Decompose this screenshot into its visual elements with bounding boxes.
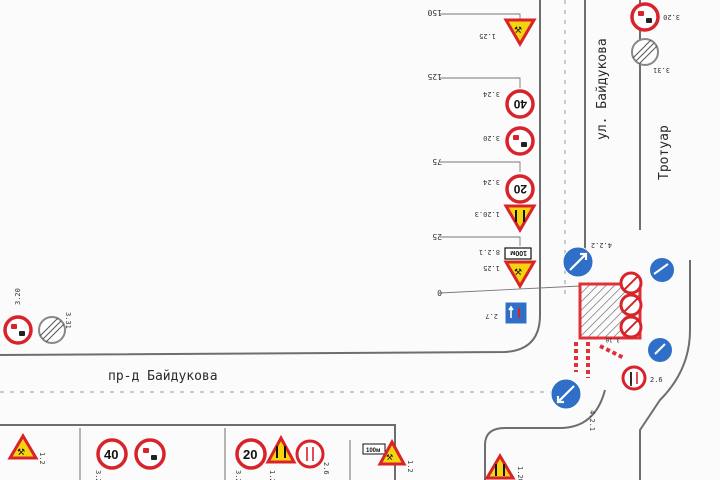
- no-pedestrians-sign-cluster: 3.10: [605, 271, 643, 343]
- distance-0: 0: [437, 288, 442, 297]
- distance-lines: [439, 13, 581, 294]
- svg-text:3.20: 3.20: [14, 288, 22, 305]
- end-restrictions-sign-left: 3.31: [38, 312, 72, 344]
- svg-text:1.20.3: 1.20.3: [475, 210, 500, 218]
- svg-text:1.2: 1.2: [406, 460, 414, 473]
- svg-text:3.20: 3.20: [663, 13, 680, 21]
- speed-limit-40-sign: 40 3.24: [483, 89, 535, 119]
- distance-plate-sign: 100м 8.2.1: [479, 247, 532, 260]
- svg-text:3.24: 3.24: [483, 178, 500, 186]
- sidewalk-label: Тротуар: [657, 125, 672, 180]
- svg-text:⚒: ⚒: [386, 453, 393, 462]
- priority-over-oncoming-sign: 2.7: [485, 301, 528, 325]
- keep-right-sign-lower: 4.2.1: [550, 378, 596, 431]
- end-restrictions-sign-right: 3.31: [631, 38, 670, 74]
- svg-text:3.31: 3.31: [64, 312, 72, 329]
- plate-and-roadworks-bottom: 100м ⚒ 1.2: [362, 438, 414, 473]
- no-overtaking-sign-upper: 3.20: [483, 126, 535, 156]
- road-narrowing-sign: 1.20.3: [475, 204, 537, 233]
- street-label-horizontal: пр-д Байдукова: [108, 369, 218, 384]
- svg-text:40: 40: [513, 97, 527, 111]
- svg-text:1.25: 1.25: [479, 32, 496, 40]
- svg-text:1.2: 1.2: [38, 452, 46, 465]
- svg-text:3.20: 3.20: [483, 134, 500, 142]
- distance-125: 125: [427, 72, 442, 81]
- curb-lower-right: [484, 389, 606, 480]
- svg-text:2.6: 2.6: [650, 376, 663, 384]
- speed-limit-20-sign: 20 3.24: [483, 174, 535, 204]
- speed-limit-40-sign-bottom: 40 3.2: [94, 438, 128, 480]
- svg-text:3.31: 3.31: [653, 66, 670, 74]
- speed-limit-20-sign-bottom: 20 3.2: [234, 438, 267, 480]
- barrier-fencing: [574, 342, 625, 378]
- road-narrowing-sign-bottom-right: 1.20.3: [484, 453, 524, 480]
- svg-text:100м: 100м: [366, 448, 381, 454]
- keep-right-sign-upper: 4.2.2: [562, 241, 612, 278]
- road-narrowing-sign-bottom: 1.2: [265, 434, 297, 480]
- lower-left-sign-area: [79, 428, 351, 480]
- distance-150: 150: [427, 8, 442, 17]
- curb-upper-left: [0, 0, 541, 356]
- distance-labels: 150 125 75 25 0: [427, 8, 442, 297]
- svg-text:1.25: 1.25: [483, 264, 500, 272]
- yield-oncoming-sign: 2.6: [621, 365, 663, 391]
- svg-text:3.2: 3.2: [234, 470, 242, 480]
- no-overtaking-sign-bottom: [134, 438, 166, 470]
- svg-text:⚒: ⚒: [514, 26, 522, 36]
- road-works-warning-sign-lower: ⚒ 1.25: [483, 260, 537, 289]
- curb-lower-left: [0, 424, 396, 480]
- svg-text:⚒: ⚒: [514, 268, 522, 278]
- svg-text:4.2.2: 4.2.2: [591, 241, 612, 249]
- yield-sign-bottom: 2.6: [295, 439, 330, 475]
- sidewalk-edge: [639, 0, 691, 480]
- svg-text:20: 20: [513, 182, 527, 196]
- svg-text:1.20.3: 1.20.3: [516, 466, 524, 480]
- svg-text:3.10: 3.10: [605, 336, 620, 343]
- street-label-vertical: ул. Байдукова: [595, 38, 610, 140]
- svg-text:3.2: 3.2: [94, 470, 102, 480]
- svg-text:⚒: ⚒: [17, 448, 25, 458]
- road-works-warning-sign-top: ⚒ 1.25: [479, 18, 537, 47]
- svg-text:2.6: 2.6: [322, 462, 330, 475]
- svg-text:20: 20: [243, 447, 257, 462]
- distance-25: 25: [432, 232, 442, 241]
- svg-text:1.2: 1.2: [268, 470, 276, 480]
- svg-text:4.2.1: 4.2.1: [588, 410, 596, 431]
- no-overtaking-sign-left: 3.20: [3, 288, 33, 345]
- lane-markings: [0, 0, 566, 393]
- svg-text:100м: 100м: [510, 249, 527, 256]
- svg-text:8.2.1: 8.2.1: [479, 248, 500, 256]
- blue-direction-signs: [648, 258, 674, 362]
- road-works-sign-bottom: ⚒ 1.2: [7, 433, 46, 465]
- road-edges: [0, 0, 691, 480]
- distance-75: 75: [432, 157, 442, 166]
- svg-text:2.7: 2.7: [485, 312, 498, 320]
- no-overtaking-sign-right: 3.20: [630, 2, 680, 32]
- svg-text:40: 40: [104, 447, 118, 462]
- svg-text:3.24: 3.24: [483, 90, 500, 98]
